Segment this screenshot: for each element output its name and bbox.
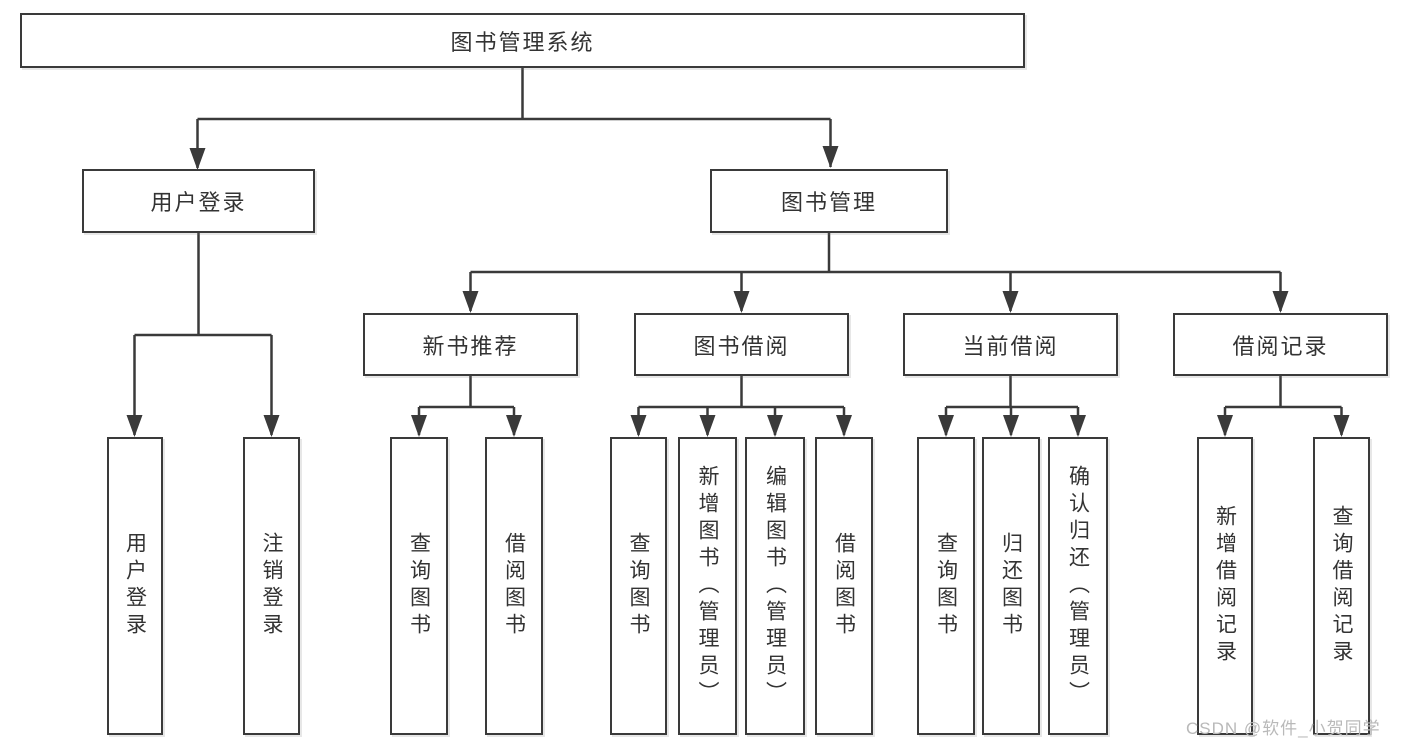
node-label: 新增借阅记录 xyxy=(1213,505,1237,667)
node-edit-book-admin: 编辑图书（管理员） xyxy=(745,437,805,735)
node-label: 图书管理系统 xyxy=(450,29,595,55)
node-label: 查询图书 xyxy=(627,532,650,640)
node-confirm-return-admin: 确认归还（管理员） xyxy=(1048,437,1108,735)
node-label: 借阅记录 xyxy=(1232,333,1329,359)
node-borrow-book: 借阅图书 xyxy=(485,437,543,735)
node-logout: 注销登录 xyxy=(243,437,300,735)
node-label: 图书借阅 xyxy=(693,333,790,359)
watermark-text: CSDN @软件_小贺同学 xyxy=(1186,719,1381,738)
node-label: 新书推荐 xyxy=(422,333,519,359)
node-book-borrowing: 图书借阅 xyxy=(634,313,849,376)
node-label: 归还图书 xyxy=(999,532,1023,640)
node-user-login: 用户登录 xyxy=(82,169,315,233)
node-add-borrow-record: 新增借阅记录 xyxy=(1197,437,1253,735)
node-label: 用户登录 xyxy=(123,532,147,640)
node-label: 当前借阅 xyxy=(962,333,1059,359)
node-borrowing-records: 借阅记录 xyxy=(1173,313,1388,376)
node-label: 确认归还（管理员） xyxy=(1066,464,1090,708)
node-return-book: 归还图书 xyxy=(982,437,1040,735)
node-label: 借阅图书 xyxy=(832,532,856,640)
node-book-management: 图书管理 xyxy=(710,169,948,233)
node-query-book: 查询图书 xyxy=(390,437,448,735)
node-label: 注销登录 xyxy=(260,532,283,640)
node-label: 查询图书 xyxy=(934,532,958,640)
node-borrow-book: 借阅图书 xyxy=(815,437,873,735)
node-query-book: 查询图书 xyxy=(610,437,667,735)
arrowhead-icons xyxy=(126,146,1350,437)
node-label: 图书管理 xyxy=(780,190,877,215)
node-current-borrowing: 当前借阅 xyxy=(903,313,1118,376)
node-label: 查询图书 xyxy=(407,532,431,640)
node-new-book-recommendation: 新书推荐 xyxy=(363,313,578,376)
node-user-login-leaf: 用户登录 xyxy=(107,437,163,735)
node-query-borrow-record: 查询借阅记录 xyxy=(1313,437,1370,735)
node-library-management-system: 图书管理系统 xyxy=(20,13,1025,68)
node-label: 用户登录 xyxy=(150,190,247,215)
node-label: 查询借阅记录 xyxy=(1330,505,1353,667)
node-query-book: 查询图书 xyxy=(917,437,975,735)
node-label: 借阅图书 xyxy=(502,532,526,640)
node-add-book-admin: 新增图书（管理员） xyxy=(678,437,737,735)
node-label: 编辑图书（管理员） xyxy=(763,464,787,708)
node-label: 新增图书（管理员） xyxy=(696,464,719,708)
